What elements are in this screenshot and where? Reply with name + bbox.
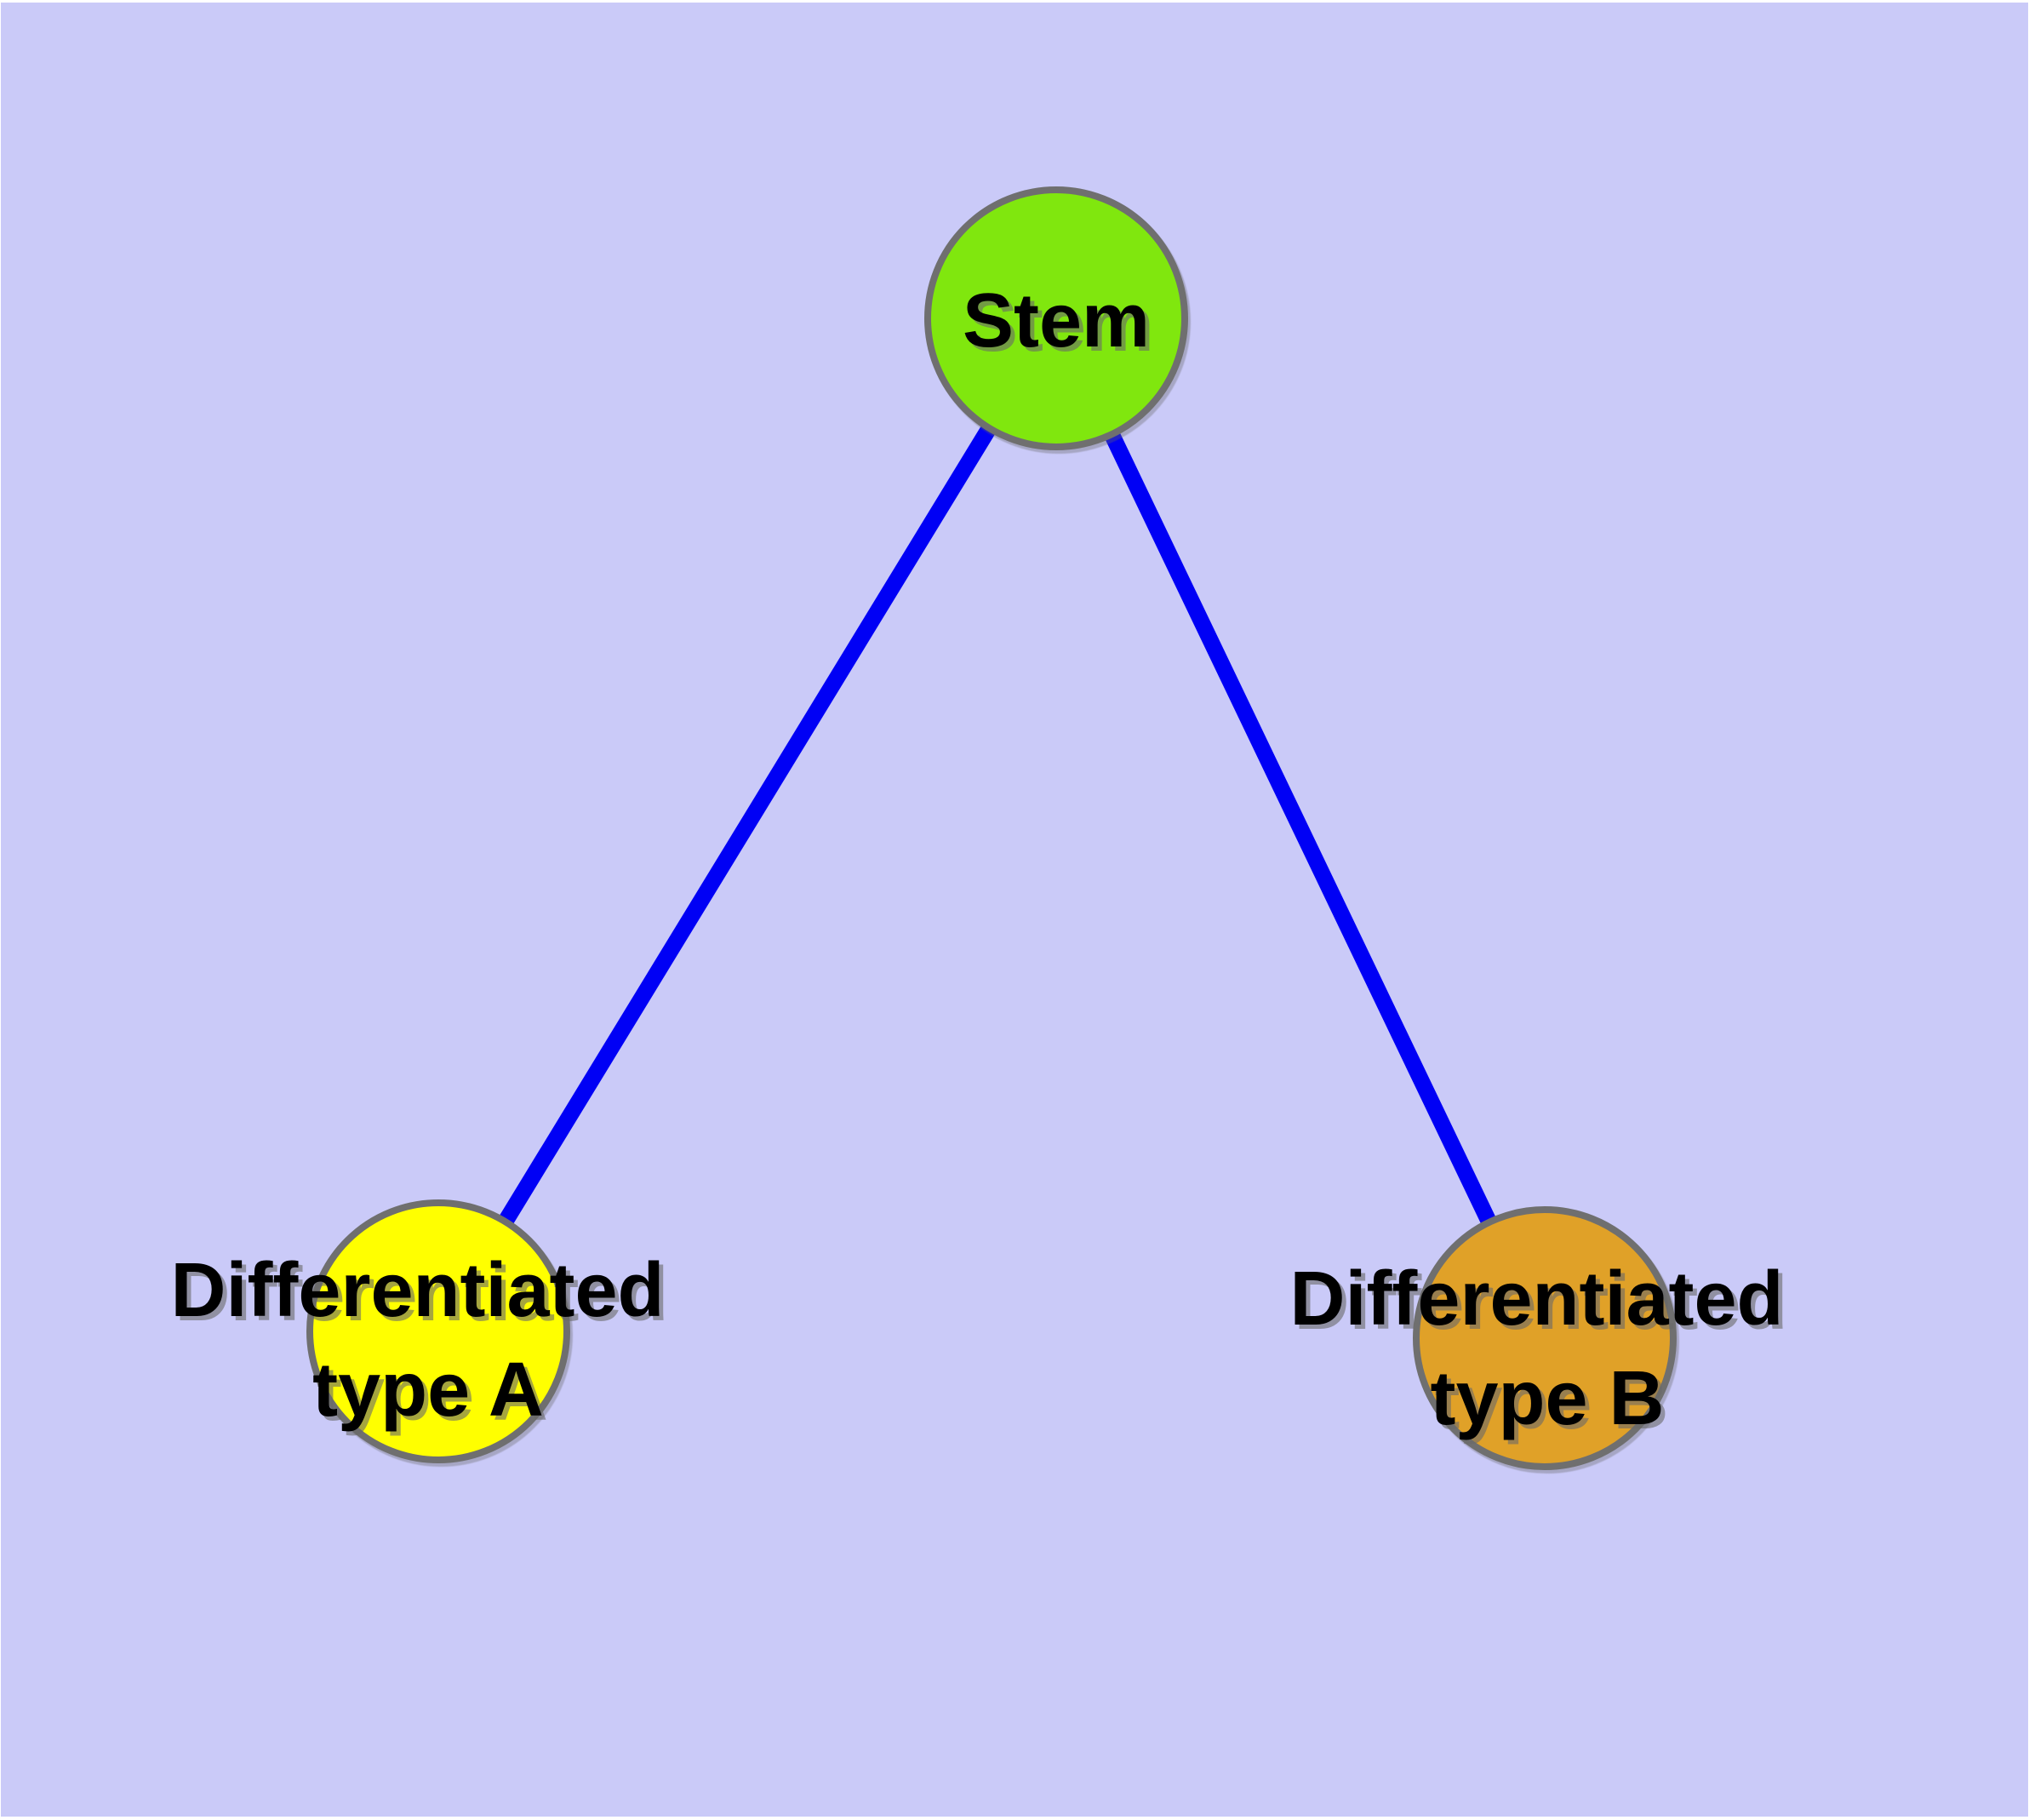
node-type-b-label-line2: type B <box>1430 1356 1664 1441</box>
node-type-a-label-line1: Differentiated <box>170 1248 664 1333</box>
node-labels: Stem Differentiated type A Differentiate… <box>170 278 1804 1441</box>
node-type-a-label-line2: type A <box>312 1348 544 1433</box>
edge-stem-to-type-b <box>1049 314 1552 1342</box>
nodes <box>306 186 1677 1470</box>
edge-stem-to-type-a <box>431 314 1064 1336</box>
node-type-a-label: Differentiated type A <box>170 1248 685 1433</box>
node-differentiated-type-a <box>306 1199 570 1463</box>
node-type-b-label: Differentiated type B <box>1289 1256 1804 1441</box>
node-stem-label-line: Stem <box>963 278 1150 363</box>
node-type-b-label-line1: Differentiated <box>1289 1256 1783 1342</box>
edges <box>431 314 1552 1342</box>
node-stem-label: Stem <box>963 278 1150 363</box>
node-stem <box>924 186 1188 450</box>
node-differentiated-type-b <box>1413 1206 1677 1470</box>
